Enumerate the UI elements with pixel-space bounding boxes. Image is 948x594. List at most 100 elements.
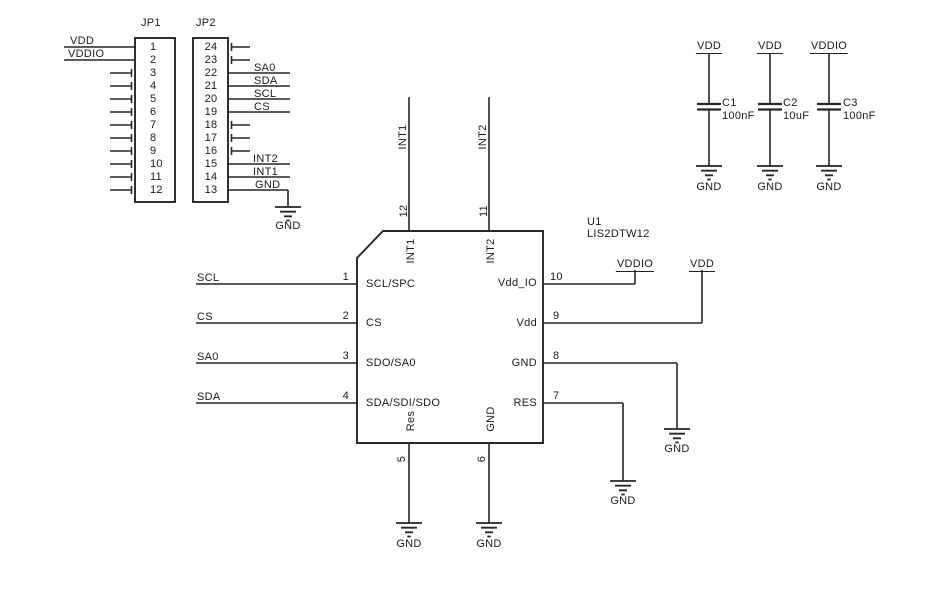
jp1-pin-number: 10 bbox=[150, 158, 163, 170]
cap-value-c2: 10uF bbox=[783, 110, 810, 122]
jp1-ref-label: JP1 bbox=[141, 17, 161, 29]
net-label-vddio: VDDIO bbox=[68, 48, 105, 60]
ground-label: GND bbox=[275, 220, 301, 232]
cap-ref-c3: C3 bbox=[843, 97, 858, 109]
cap-value-c3: 100nF bbox=[843, 110, 876, 122]
ic-pin-name-sda-sdi-sdo: SDA/SDI/SDO bbox=[366, 397, 441, 409]
jp1-pin-number: 3 bbox=[150, 67, 157, 79]
jp2-pin-number: 22 bbox=[204, 67, 218, 79]
net-label-cs: CS bbox=[254, 101, 270, 113]
jp1-pin-number: 7 bbox=[150, 119, 157, 131]
ground-label: GND bbox=[476, 538, 502, 550]
net-label-sda: SDA bbox=[254, 75, 278, 87]
jp2-pin-number: 13 bbox=[204, 184, 218, 196]
ic-pin-name-scl-spc: SCL/SPC bbox=[366, 278, 416, 290]
ground-icon bbox=[696, 165, 722, 181]
ic-top-pin-wires bbox=[408, 97, 490, 231]
ic-pin-name-sdo-sa0: SDO/SA0 bbox=[366, 357, 416, 369]
power-symbol-stems bbox=[634, 270, 703, 323]
jp2-net-wires bbox=[228, 72, 290, 207]
net-label-int2: INT2 bbox=[477, 124, 489, 150]
ic-pin-number-9: 9 bbox=[553, 310, 560, 322]
net-label-scl: SCL bbox=[254, 88, 277, 100]
jp2-connector-symbol bbox=[192, 37, 301, 222]
jp2-pin-number: 14 bbox=[204, 171, 218, 183]
ground-icon bbox=[396, 522, 422, 538]
ic-bottom-pin-wires bbox=[408, 443, 490, 523]
jp2-pin-number: 21 bbox=[204, 80, 218, 92]
cap-ref-c1: C1 bbox=[722, 97, 737, 109]
net-label-int1: INT1 bbox=[253, 166, 279, 178]
ic-outline bbox=[356, 230, 544, 444]
ground-icon bbox=[757, 165, 783, 181]
cap-ref-c2: C2 bbox=[783, 97, 798, 109]
jp1-pin-number: 11 bbox=[150, 171, 163, 183]
jp2-pin-number: 24 bbox=[204, 41, 218, 53]
ic-pin-name-vdd-io: Vdd_IO bbox=[497, 277, 537, 289]
c3-plates bbox=[817, 102, 841, 111]
ic-pin-number-3: 3 bbox=[342, 350, 349, 362]
jp2-box bbox=[192, 37, 229, 203]
jp2-ref-label: JP2 bbox=[196, 17, 216, 29]
net-label-gnd: GND bbox=[255, 179, 281, 191]
ground-icon bbox=[476, 522, 502, 538]
jp1-box bbox=[134, 37, 176, 203]
power-label-vdd: VDD bbox=[688, 258, 716, 272]
ground-label: GND bbox=[816, 181, 842, 193]
ic-pin-name-gnd-bottom: GND bbox=[485, 406, 497, 432]
jp1-pin-number: 2 bbox=[150, 54, 157, 66]
jp1-pin-number: 4 bbox=[150, 80, 157, 92]
ground-label: GND bbox=[396, 538, 422, 550]
jp1-pin-number: 9 bbox=[150, 145, 157, 157]
net-label-cs: CS bbox=[197, 311, 213, 323]
jp1-connector-symbol bbox=[64, 37, 176, 203]
net-label-int1: INT1 bbox=[397, 124, 409, 150]
ic-symbol bbox=[196, 97, 703, 538]
net-label-sda: SDA bbox=[197, 391, 221, 403]
power-symbol-vdd: VDD bbox=[756, 40, 784, 54]
ic-pin-number-1: 1 bbox=[342, 271, 349, 283]
jp2-pin-stubs bbox=[230, 43, 250, 155]
ic-pin-name-vdd: Vdd bbox=[516, 317, 537, 329]
ic-pin-number-12: 12 bbox=[398, 204, 410, 218]
net-label-int2: INT2 bbox=[253, 153, 279, 165]
jp2-pin-number: 23 bbox=[204, 54, 218, 66]
ic-right-pin-wires bbox=[543, 283, 702, 481]
jp2-pin-number: 20 bbox=[204, 93, 218, 105]
capacitor-c2-symbol bbox=[757, 53, 783, 181]
ic-pin-number-10: 10 bbox=[550, 271, 563, 283]
c2-plates bbox=[758, 102, 782, 111]
jp2-pin-number: 15 bbox=[204, 158, 218, 170]
ic-pin-name-res: RES bbox=[513, 397, 537, 409]
power-label-vdd: VDD bbox=[756, 40, 784, 54]
c1-plates bbox=[697, 102, 721, 111]
ic-pin-name-res-bottom: Res bbox=[405, 410, 417, 432]
ic-pin-number-8: 8 bbox=[553, 350, 560, 362]
jp2-pin-number: 19 bbox=[204, 106, 218, 118]
jp2-pin-number: 16 bbox=[204, 145, 218, 157]
ground-icon bbox=[275, 206, 301, 222]
jp2-pin-number: 17 bbox=[204, 132, 218, 144]
power-label-vdd: VDD bbox=[695, 40, 723, 54]
ground-icon bbox=[816, 165, 842, 181]
capacitor-c1-symbol bbox=[696, 53, 722, 181]
ic-pin-number-11: 11 bbox=[478, 204, 490, 218]
net-label-scl: SCL bbox=[197, 272, 220, 284]
ground-label: GND bbox=[610, 495, 636, 507]
jp1-pin-number: 1 bbox=[150, 41, 157, 53]
ic-pin-number-4: 4 bbox=[342, 390, 349, 402]
ic-pin-number-7: 7 bbox=[553, 390, 560, 402]
jp1-pin-number: 6 bbox=[150, 106, 157, 118]
jp1-pin-number: 8 bbox=[150, 132, 157, 144]
ground-label: GND bbox=[696, 181, 722, 193]
ic-pin-number-2: 2 bbox=[342, 310, 349, 322]
power-symbol-vdd: VDD bbox=[688, 258, 716, 272]
ic-part-label: LIS2DTW12 bbox=[587, 228, 650, 240]
ic-pin-name-cs: CS bbox=[366, 317, 382, 329]
ic-left-pin-wires bbox=[196, 283, 357, 404]
ic-pin-name-int1: INT1 bbox=[405, 238, 417, 264]
jp1-net-wires bbox=[64, 46, 135, 61]
ground-icon bbox=[664, 428, 690, 444]
capacitor-c3-symbol bbox=[816, 53, 842, 181]
